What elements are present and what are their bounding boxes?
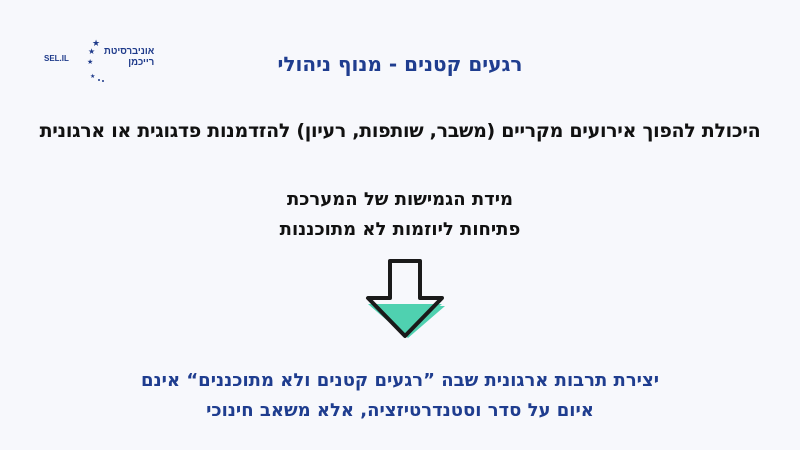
svg-text:★: ★ [87,58,93,66]
conclusion-line1: יצירת תרבות ארגונית שבה ”רגעים קטנים ולא… [140,370,660,391]
university-name-line2: רייכמן [128,57,155,68]
university-name: אוניברסיטת רייכמן [104,46,154,68]
stars-icon: ★ ★ ★ ★ [87,39,104,82]
point-openness: פתיחות ליוזמות לא מתוכננות [279,219,521,240]
conclusion: יצירת תרבות ארגונית שבה ”רגעים קטנים ולא… [0,366,800,426]
university-name-line1: אוניברסיטת [104,46,155,57]
university-logo: SEL.IL ★ ★ ★ ★ אוניברסיטת רייכמן [44,38,154,88]
sel-logo-text: SEL.IL [44,54,69,63]
slide-title: רגעים קטנים - מנוף ניהולי [277,52,523,76]
svg-text:★: ★ [92,39,100,49]
svg-text:★: ★ [90,73,95,80]
main-statement: היכולת להפוך אירועים מקריים (משבר, שותפו… [39,120,761,142]
conclusion-line2: איום על סדר וסטנדרטיזציה, אלא משאב חינוכ… [206,400,594,421]
down-arrow-icon [366,259,445,338]
key-points: מידת הגמישות של המערכת פתיחות ליוזמות לא… [0,185,800,245]
svg-text:★: ★ [88,47,95,56]
point-flexibility: מידת הגמישות של המערכת [286,189,514,210]
